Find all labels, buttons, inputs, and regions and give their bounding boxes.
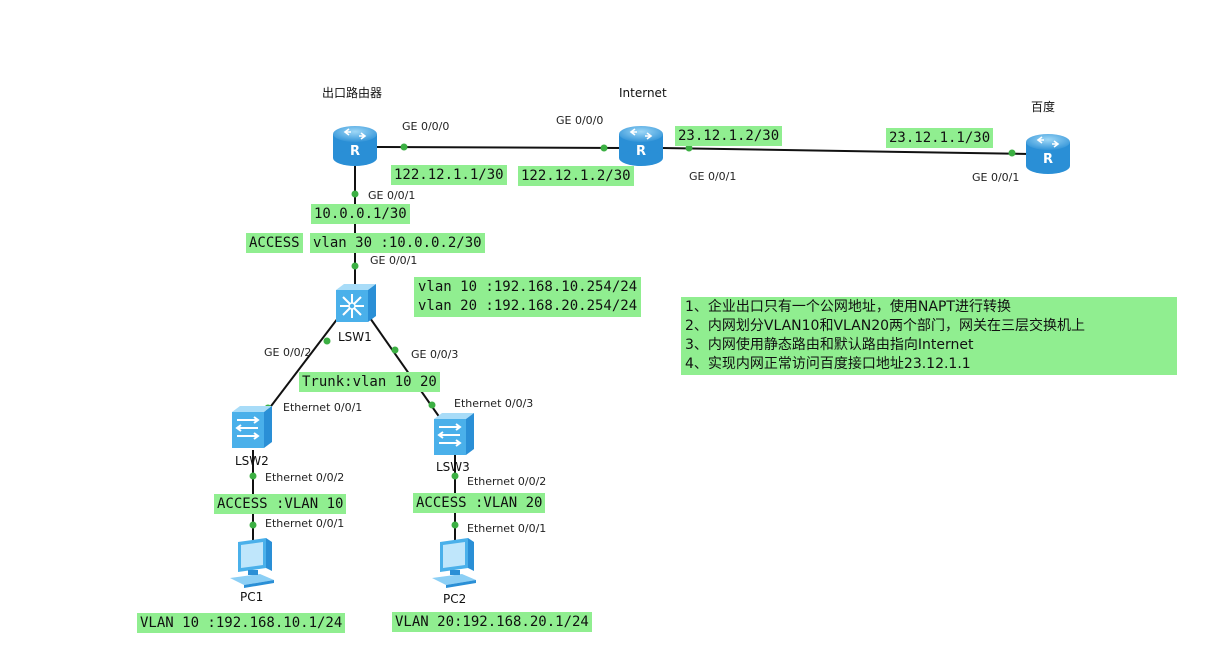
port-dot xyxy=(1008,149,1016,157)
port-dot xyxy=(323,337,331,345)
svg-text:R: R xyxy=(636,144,646,159)
port-dot xyxy=(351,190,359,198)
trunk-label: Trunk:vlan 10 20 xyxy=(299,372,440,392)
vlanif-line: vlan 20 :192.168.20.254/24 xyxy=(418,298,638,314)
port-dot xyxy=(249,521,257,529)
port-label: GE 0/0/1 xyxy=(370,254,418,267)
port-label: GE 0/0/1 xyxy=(368,189,416,202)
port-dot xyxy=(451,521,459,529)
layer2-switch-icon[interactable] xyxy=(430,411,476,457)
link-internet-baidu xyxy=(661,147,1031,155)
ip-label-internet-baidu: 23.12.1.2/30 xyxy=(675,126,783,146)
port-dot xyxy=(685,144,693,152)
router-icon[interactable]: R xyxy=(1024,132,1072,176)
port-dot xyxy=(451,472,459,480)
svg-text:R: R xyxy=(350,144,360,159)
device-label-internet: Internet xyxy=(619,86,667,100)
device-label-baidu: 百度 xyxy=(1031,100,1056,114)
port-label: Ethernet 0/0/3 xyxy=(454,397,534,410)
ip-label-ar1-public: 122.12.1.1/30 xyxy=(391,165,507,185)
link-lsw1-lsw3 xyxy=(369,317,441,419)
port-label: GE 0/0/1 xyxy=(972,171,1020,184)
port-label: GE 0/0/0 xyxy=(556,114,604,127)
port-label: Ethernet 0/0/1 xyxy=(283,401,363,414)
pc-icon[interactable] xyxy=(226,538,278,588)
router-icon[interactable]: R xyxy=(617,124,665,168)
access-tag: ACCESS xyxy=(246,233,303,253)
vlanif-line: vlan 10 :192.168.10.254/24 xyxy=(418,279,638,295)
port-label: GE 0/0/2 xyxy=(264,346,312,359)
link-ar1-internet xyxy=(374,146,623,149)
port-dot xyxy=(391,346,399,354)
port-label: Ethernet 0/0/1 xyxy=(467,522,547,535)
port-dot xyxy=(600,144,608,152)
port-dot xyxy=(400,143,408,151)
note-line: 2、内网划分VLAN10和VLAN20两个部门，网关在三层交换机上 xyxy=(685,318,1086,334)
layer3-switch-icon[interactable] xyxy=(332,282,378,324)
ip-label-pc1: VLAN 10 :192.168.10.1/24 xyxy=(137,613,346,633)
access-vlan10-label: ACCESS :VLAN 10 xyxy=(214,494,347,514)
port-dot xyxy=(249,472,257,480)
pc-icon[interactable] xyxy=(428,538,480,588)
port-label: Ethernet 0/0/2 xyxy=(265,471,345,484)
ip-label-lsw1-vlan30: vlan 30 :10.0.0.2/30 xyxy=(310,233,485,253)
ip-label-baidu: 23.12.1.1/30 xyxy=(886,128,994,148)
access-vlan20-label: ACCESS :VLAN 20 xyxy=(413,493,546,513)
device-label-lsw2: LSW2 xyxy=(235,454,269,468)
device-label-lsw3: LSW3 xyxy=(436,460,470,474)
port-label: GE 0/0/3 xyxy=(411,348,459,361)
device-label-pc2: PC2 xyxy=(443,592,467,606)
link-lsw1-lsw2 xyxy=(261,317,339,419)
device-label-exit-router: 出口路由器 xyxy=(322,86,383,100)
note-line: 3、内网使用静态路由和默认路由指向Internet xyxy=(685,337,974,353)
device-label-pc1: PC1 xyxy=(240,590,264,604)
port-label: GE 0/0/0 xyxy=(402,120,450,133)
port-dot xyxy=(351,262,359,270)
device-label-lsw1: LSW1 xyxy=(338,330,372,344)
port-label: Ethernet 0/0/1 xyxy=(265,517,345,530)
requirements-notes: 1、企业出口只有一个公网地址，使用NAPT进行转换 2、内网划分VLAN10和V… xyxy=(681,297,1177,375)
ip-label-internet-public: 122.12.1.2/30 xyxy=(518,166,634,186)
layer2-switch-icon[interactable] xyxy=(228,404,274,450)
router-icon[interactable]: R xyxy=(331,124,379,168)
ip-label-lsw1-vlanif: vlan 10 :192.168.10.254/24 vlan 20 :192.… xyxy=(414,277,642,317)
ip-label-pc2: VLAN 20:192.168.20.1/24 xyxy=(392,612,592,632)
port-dot xyxy=(428,401,436,409)
note-line: 1、企业出口只有一个公网地址，使用NAPT进行转换 xyxy=(685,299,1011,315)
ip-label-ar1-inside: 10.0.0.1/30 xyxy=(311,204,410,224)
port-label: GE 0/0/1 xyxy=(689,170,737,183)
svg-text:R: R xyxy=(1043,152,1053,167)
note-line: 4、实现内网正常访问百度接口地址23.12.1.1 xyxy=(685,356,971,372)
port-label: Ethernet 0/0/2 xyxy=(467,475,547,488)
